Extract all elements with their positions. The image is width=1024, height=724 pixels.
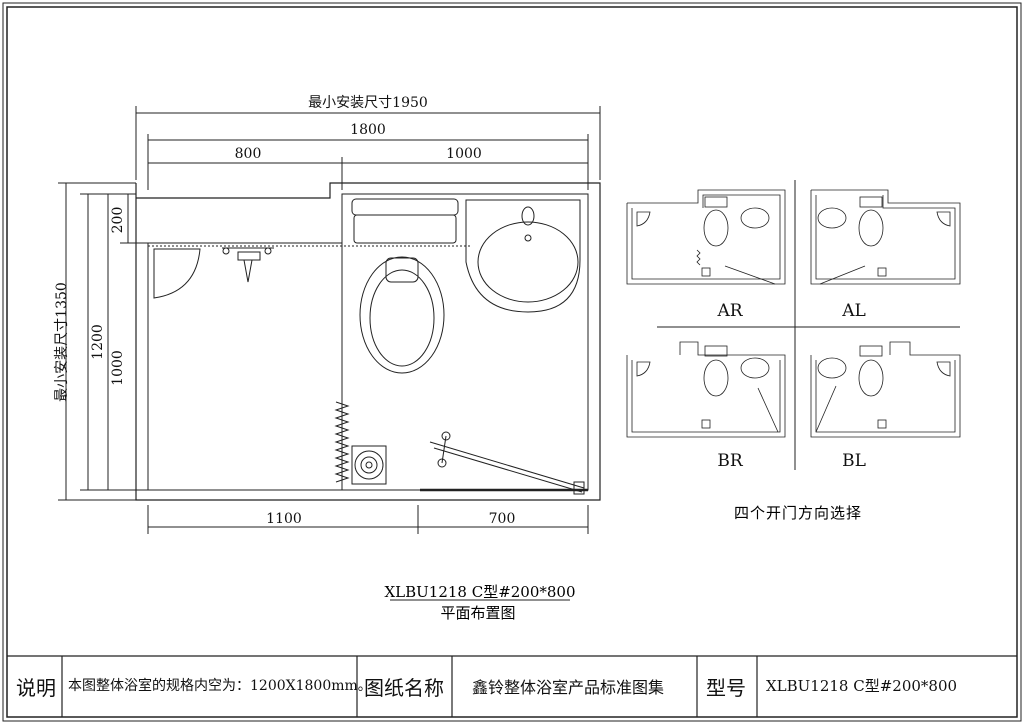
dim-1000-vertical: 1000	[110, 350, 126, 386]
title-block-desc-text: 本图整体浴室的规格内空为：1200X1800mm。	[68, 678, 372, 694]
variant-caption: 四个开门方向选择	[734, 504, 862, 522]
corner-shelf	[153, 248, 201, 299]
shower-valve	[222, 247, 274, 283]
title-block-desc-label: 说明	[16, 676, 56, 700]
variant-br-sketch	[626, 341, 786, 438]
inner-frame	[6, 6, 1018, 718]
radiator	[334, 401, 350, 483]
variant-ar-sketch	[626, 189, 786, 285]
plan-model-label: XLBU1218 C型#200*800	[384, 583, 575, 601]
variant-al-sketch	[810, 189, 961, 285]
title-block-drawing-name: 鑫铃整体浴室产品标准图集	[472, 678, 665, 697]
title-block-frame	[7, 655, 1017, 717]
dim-1200: 1200	[90, 324, 106, 360]
variant-bl-sketch	[810, 341, 961, 438]
dim-1100: 1100	[266, 511, 302, 527]
dim-overall-height: 最小安装尺寸1350	[54, 282, 70, 402]
dim-800: 800	[235, 146, 262, 162]
dim-1800: 1800	[350, 122, 386, 138]
dim-200: 200	[110, 207, 126, 234]
dim-1000: 1000	[446, 146, 482, 162]
dim-700: 700	[489, 511, 516, 527]
variant-br-label: BR	[717, 451, 743, 471]
door-swing	[420, 431, 588, 495]
main-plan	[58, 106, 601, 534]
variant-bl-label: BL	[842, 451, 866, 471]
dim-overall-width: 最小安装尺寸1950	[308, 95, 428, 111]
plan-title: 平面布置图	[440, 604, 515, 622]
title-block-model-label: 型号	[706, 676, 746, 700]
variant-al-label: AL	[841, 301, 866, 321]
floor-drain	[351, 445, 387, 485]
title-block-model-value: XLBU1218 C型#200*800	[766, 677, 958, 695]
title-block-drawing-name-label: 图纸名称	[364, 676, 444, 700]
variant-ar-label: AR	[716, 301, 743, 321]
toilet	[351, 198, 459, 374]
sink	[465, 199, 581, 313]
